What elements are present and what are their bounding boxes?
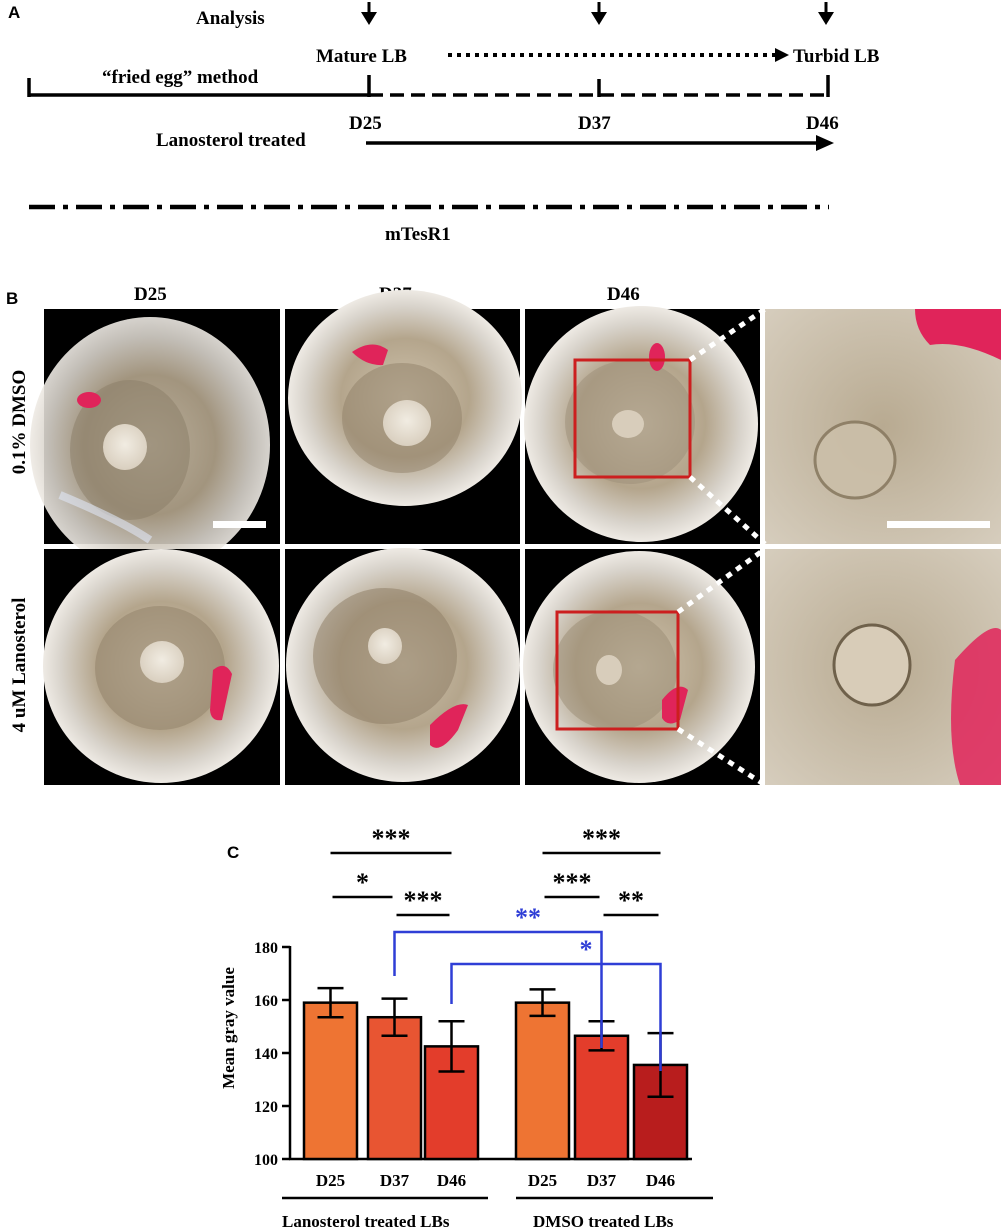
significance-stars: *** xyxy=(372,824,411,853)
panel-b-letter: B xyxy=(6,289,18,308)
lanosterol-arrowhead xyxy=(816,135,834,151)
x-tick-label: D37 xyxy=(380,1171,410,1190)
bar xyxy=(302,1001,359,1161)
analysis-arrow-d25 xyxy=(361,2,377,25)
zoom-connector-bottom xyxy=(676,726,767,788)
micrograph-dmso-d37 xyxy=(285,290,522,544)
group-label-lanosterol: Lanosterol treated LBs xyxy=(282,1212,450,1230)
zoom-region-box xyxy=(573,358,692,479)
zoom-region-box xyxy=(555,610,680,731)
red-dye-spot xyxy=(649,343,665,371)
significance-bracket-cross-group xyxy=(393,930,603,1048)
panel-b: B D25 D37 D46 0.1% DMSO 4 uM Lanosterol xyxy=(6,284,1001,788)
day-label-d37: D37 xyxy=(578,113,611,134)
col-header-d25: D25 xyxy=(134,284,167,305)
fried-egg-label: “fried egg” method xyxy=(102,67,259,88)
analysis-label: Analysis xyxy=(196,8,265,29)
analysis-arrow-d46 xyxy=(818,2,834,25)
x-tick-label: D46 xyxy=(646,1171,675,1190)
significance-stars: *** xyxy=(404,886,443,915)
x-tick-label: D46 xyxy=(437,1171,466,1190)
red-dye-spot xyxy=(951,628,1001,785)
panel-a-letter: A xyxy=(8,3,20,22)
micrograph-lanosterol-zoom xyxy=(765,549,1001,785)
x-tick-label: D25 xyxy=(316,1171,345,1190)
micrograph-lanosterol-d46 xyxy=(523,549,760,785)
significance-stars: * xyxy=(580,935,593,964)
row-label-lanosterol: 4 uM Lanosterol xyxy=(9,598,30,733)
micrograph-lanosterol-d25 xyxy=(43,549,280,785)
day-label-d46: D46 xyxy=(806,113,839,134)
bar xyxy=(573,1034,630,1161)
analysis-arrow-d37 xyxy=(591,2,607,25)
x-tick-label: D37 xyxy=(587,1171,617,1190)
micrograph-dmso-d25 xyxy=(30,309,280,573)
mature-lb-label: Mature LB xyxy=(316,46,407,67)
zoom-scale-bar xyxy=(887,521,990,528)
col-header-d46: D46 xyxy=(607,284,640,305)
panel-c-letter: C xyxy=(227,843,239,862)
lanosterol-treated-label: Lanosterol treated xyxy=(156,130,306,151)
red-dye-spot xyxy=(77,392,101,408)
row-label-dmso: 0.1% DMSO xyxy=(9,370,30,475)
turbid-lb-label: Turbid LB xyxy=(793,46,880,67)
zoom-connector-bottom xyxy=(688,475,767,546)
red-dye-spot xyxy=(352,344,388,366)
significance-stars: ** xyxy=(618,886,644,915)
red-dye-spot xyxy=(662,686,688,724)
y-tick-label: 140 xyxy=(254,1046,278,1063)
y-tick-label: 120 xyxy=(254,1099,278,1116)
y-axis-label: Mean gray value xyxy=(219,967,238,1089)
y-tick-label: 160 xyxy=(254,993,278,1010)
progression-arrowhead xyxy=(775,48,789,62)
red-dye-spot xyxy=(915,309,1001,360)
red-dye-spot xyxy=(210,665,232,721)
bar xyxy=(514,1001,571,1161)
micrograph-dmso-d46 xyxy=(524,306,760,544)
zoom-connector-top xyxy=(688,306,767,363)
significance-stars: * xyxy=(356,868,369,897)
day-label-d25: D25 xyxy=(349,113,382,134)
significance-stars: ** xyxy=(515,903,541,932)
y-tick-label: 180 xyxy=(254,940,278,957)
significance-stars: *** xyxy=(553,868,592,897)
y-tick-label: 100 xyxy=(254,1152,278,1169)
micrograph-dmso-zoom xyxy=(765,309,1001,544)
zoom-connector-top xyxy=(676,546,767,615)
mtesr1-label: mTesR1 xyxy=(385,224,451,245)
x-tick-label: D25 xyxy=(528,1171,557,1190)
significance-stars: *** xyxy=(582,824,621,853)
bar xyxy=(423,1045,480,1161)
panel-a: A Analysis Mature LB Turbid LB “fried eg… xyxy=(8,2,880,245)
micrograph-lanosterol-d37 xyxy=(285,548,520,785)
red-dye-spot xyxy=(430,704,468,748)
significance-bracket-cross-group xyxy=(450,962,662,1071)
bar xyxy=(366,1015,423,1161)
group-label-dmso: DMSO treated LBs xyxy=(533,1212,674,1230)
scale-bar xyxy=(213,521,266,528)
